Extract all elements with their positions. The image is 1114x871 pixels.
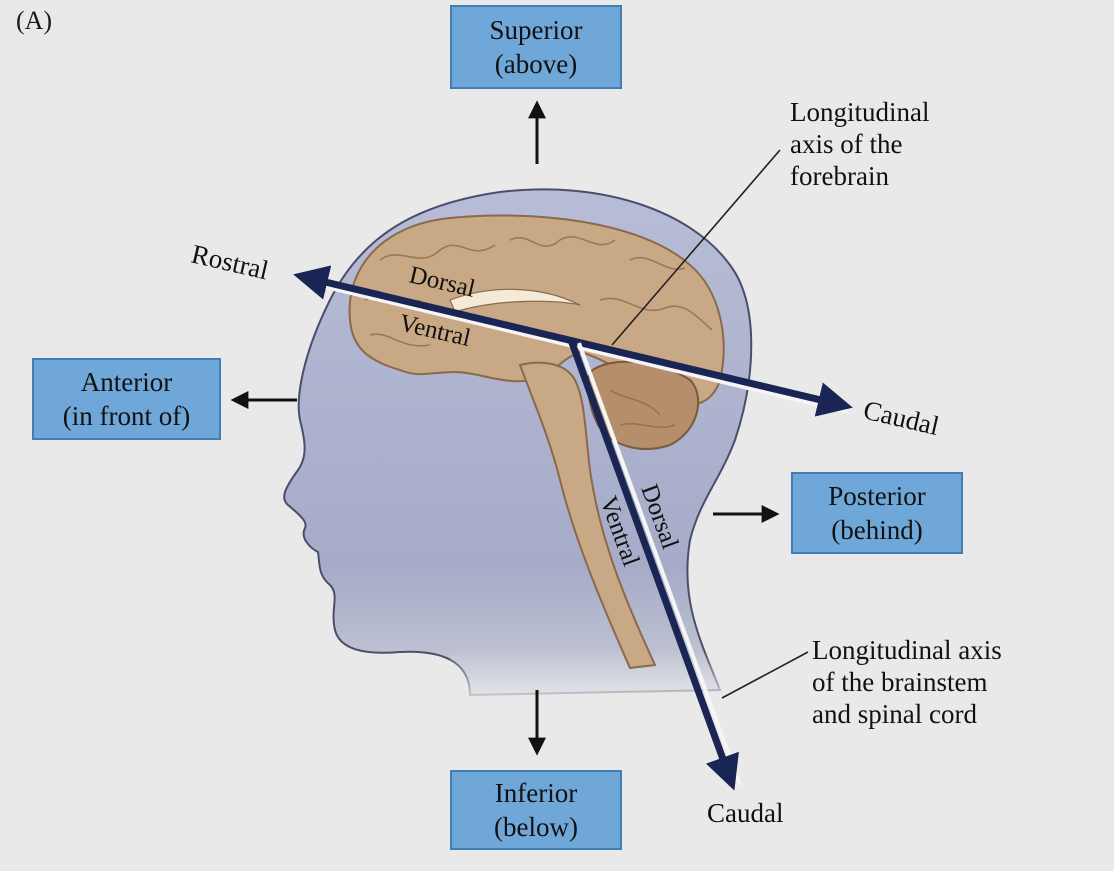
superior-meaning: (above) xyxy=(494,49,578,79)
inferior-box: Inferior (below) xyxy=(450,770,622,850)
spinal-axis-arrow xyxy=(567,338,739,791)
spinal-axis-highlight xyxy=(577,342,742,786)
brainstem-axis-callout: Longitudinal axis of the brainstem and s… xyxy=(812,634,1002,730)
posterior-term: Posterior xyxy=(828,481,926,511)
superior-box: Superior (above) xyxy=(450,5,622,89)
panel-letter: (A) xyxy=(16,6,53,35)
forebrain-axis-callout: Longitudinal axis of the forebrain xyxy=(790,96,929,192)
anterior-box: Anterior (in front of) xyxy=(32,358,221,440)
anterior-meaning: (in front of) xyxy=(62,401,191,431)
rostral-label: Rostral xyxy=(189,239,272,286)
superior-term: Superior xyxy=(489,15,583,45)
forebrain-callout-line-1: Longitudinal xyxy=(790,97,930,127)
inferior-meaning: (below) xyxy=(494,812,578,842)
brainstem-callout-line xyxy=(721,651,809,699)
brainstem-callout-line-1: Longitudinal axis xyxy=(812,635,1002,665)
brainstem-callout-line-3: and spinal cord xyxy=(812,699,977,729)
inferior-term: Inferior xyxy=(494,778,578,808)
posterior-box: Posterior (behind) xyxy=(791,472,963,554)
brainstem-callout-line-2: of the brainstem xyxy=(812,667,988,697)
anterior-term: Anterior xyxy=(80,367,173,397)
caudal-spinal-label: Caudal xyxy=(707,798,784,828)
caudal-forebrain-label: Caudal xyxy=(861,395,942,441)
forebrain-callout-line-3: forebrain xyxy=(790,161,889,191)
posterior-meaning: (behind) xyxy=(831,515,923,545)
forebrain-callout-line-2: axis of the xyxy=(790,129,903,159)
